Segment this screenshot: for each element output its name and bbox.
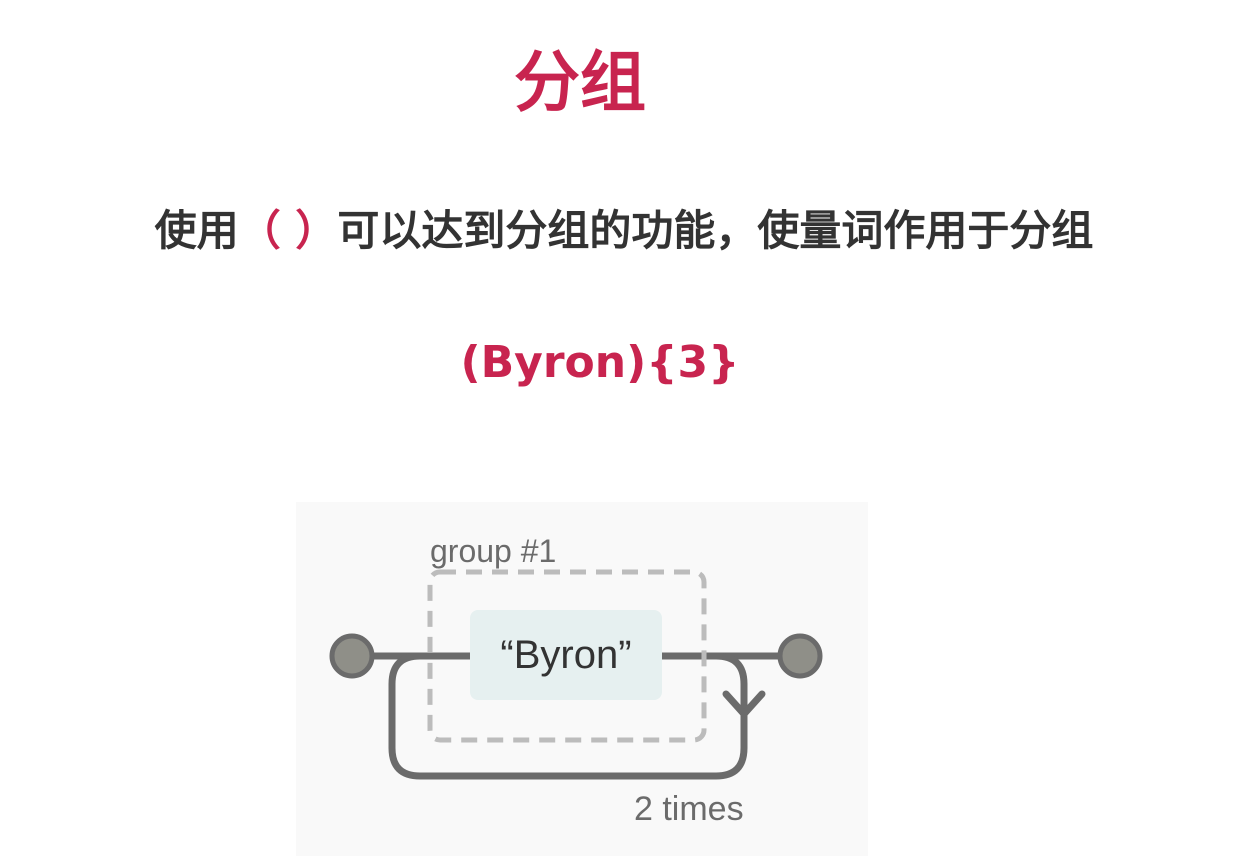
- repeat-arrow-icon: [722, 690, 766, 718]
- regex-example: (Byron){3}: [460, 337, 740, 388]
- group-box: [427, 569, 707, 743]
- description-after: 可以达到分组的功能，使量词作用于分组: [337, 206, 1094, 255]
- description-parens: （ ）: [238, 206, 338, 255]
- end-node: [777, 633, 823, 679]
- repeat-loop: [388, 652, 748, 780]
- description-before: 使用: [154, 206, 239, 255]
- slide-title: 分组: [480, 38, 680, 128]
- literal-text: “Byron”: [500, 633, 631, 677]
- literal-box: [470, 610, 662, 700]
- slide-title-text: 分组: [514, 44, 646, 121]
- repeat-label: 2 times: [634, 790, 744, 828]
- description: 使用（ ）可以达到分组的功能，使量词作用于分组: [40, 196, 1208, 266]
- start-node: [329, 633, 375, 679]
- group-label: group #1: [430, 533, 556, 569]
